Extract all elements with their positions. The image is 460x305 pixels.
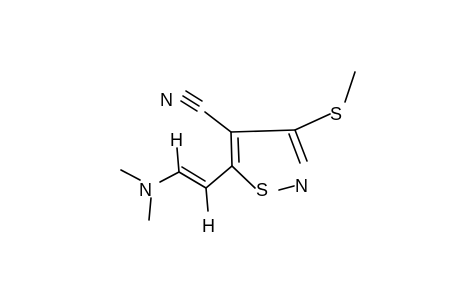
vinyl-double-bond-b — [181, 166, 206, 182]
nitrile-c4-bond — [204, 111, 232, 133]
vinyl-double-bond-a — [178, 171, 207, 189]
nitrile-bond-3 — [185, 90, 203, 102]
upper-h-bond — [176, 147, 180, 173]
atom-h-upper: H — [170, 130, 183, 150]
atom-h-lower: H — [202, 216, 215, 236]
s-methyl-bond — [344, 71, 356, 103]
n-s-bond — [278, 185, 295, 191]
atom-n-dimethylamino: N — [139, 180, 152, 200]
n-methyl-lower-bond — [148, 197, 152, 221]
atom-s-methylthio: S — [330, 104, 342, 124]
vinyl-n-bond — [159, 171, 180, 183]
c3-s-bond — [294, 113, 331, 131]
atom-n-ring: N — [295, 176, 308, 196]
c5-c4-bond — [230, 131, 233, 167]
c5-c4-inner-bond — [237, 137, 240, 163]
s-c5-bond — [231, 165, 256, 189]
c3-n-bond-b — [288, 133, 301, 164]
atom-n-nitrile: N — [160, 90, 173, 110]
c4-c3-bond — [230, 129, 296, 133]
c5-vinyl-bond — [205, 165, 233, 189]
atom-s-ring: S — [256, 180, 268, 200]
nitrile-bond-1 — [182, 95, 200, 107]
n-methyl-upper-bond — [120, 169, 141, 181]
lower-h-bond — [205, 187, 209, 212]
nitrile-bond-2 — [180, 100, 198, 112]
c3-n-bond-a — [294, 129, 308, 162]
